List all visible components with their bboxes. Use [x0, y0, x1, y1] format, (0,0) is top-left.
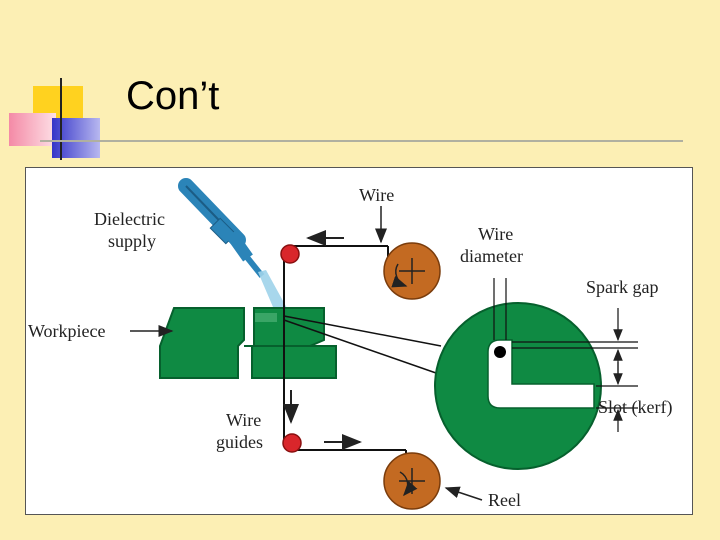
- wire-guides-label-line2: guides: [216, 432, 263, 452]
- spark-gap-label: Spark gap: [586, 277, 658, 297]
- upper-reel-icon: [383, 242, 441, 300]
- slide-title: Con’t: [126, 74, 220, 118]
- magnify-line-top: [283, 315, 442, 347]
- workpiece-label: Workpiece: [28, 321, 106, 341]
- workpiece-block: [159, 307, 337, 379]
- dielectric-spray: [258, 270, 288, 314]
- wire-guides-label-line1: Wire: [226, 410, 261, 430]
- upper-wire-guide-roller: [280, 244, 300, 264]
- lower-wire-guide-roller: [282, 433, 302, 453]
- wire-diameter-label-line2: diameter: [460, 246, 523, 266]
- dielectric-supply-label-line2: supply: [108, 231, 156, 251]
- reel-label: Reel: [488, 490, 521, 510]
- magnified-detail: [434, 302, 602, 470]
- lower-reel-icon: [383, 452, 441, 510]
- wire-diameter-label-line1: Wire: [478, 224, 513, 244]
- deco-vertical-line: [60, 78, 62, 160]
- dielectric-supply-label-line1: Dielectric: [94, 209, 165, 229]
- title-divider: [40, 140, 683, 142]
- magnify-line-bottom: [283, 319, 437, 374]
- slot-kerf-label: Slot (kerf): [598, 397, 672, 418]
- dielectric-nozzle-icon: [178, 178, 265, 278]
- wire-edm-figure: Dielectric supply Wire Wire diameter Spa…: [25, 167, 693, 515]
- dimension-lines: [493, 278, 638, 432]
- reel-pointer: [444, 486, 483, 501]
- wire-edm-diagram: Dielectric supply Wire Wire diameter Spa…: [28, 178, 672, 510]
- wire-label: Wire: [359, 185, 394, 205]
